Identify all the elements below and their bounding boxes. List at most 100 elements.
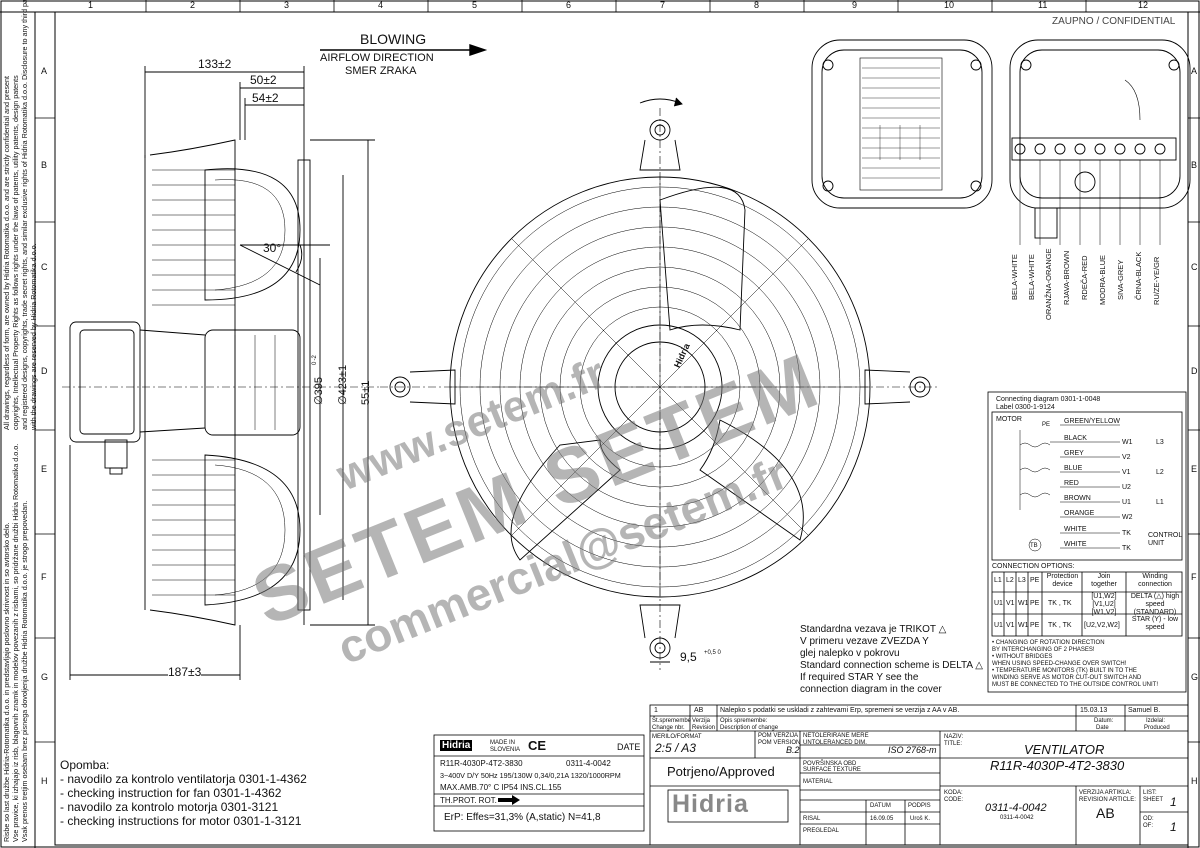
front-view	[380, 97, 940, 670]
dim-9-5: 9,5	[680, 650, 697, 664]
tb-code: 0311-4-0042	[985, 802, 1047, 814]
options-header: Join together	[1091, 573, 1117, 588]
line-name: L2	[1156, 469, 1164, 476]
dim-50: 50±2	[250, 73, 277, 87]
diagram-title-2: Label 0300-1-9124	[996, 404, 1055, 411]
terminal-name: TK	[1122, 530, 1131, 537]
tb-label: SURFACE TEXTURE	[803, 767, 861, 773]
revision-number: 1	[654, 707, 658, 714]
col-label-10: 10	[944, 0, 955, 10]
tb-iso: ISO 2768-m	[888, 745, 937, 755]
options-cell: W1	[1018, 600, 1029, 607]
wire-name: RED	[1064, 480, 1079, 487]
options-header: L1	[994, 577, 1002, 584]
options-header: Winding connection	[1138, 573, 1172, 588]
tb-label: UNTOLERANCED DIM.	[803, 740, 867, 746]
options-cell: PE	[1030, 622, 1040, 629]
dim-angle: 30°	[263, 241, 282, 255]
col-label-3: 3	[284, 0, 290, 10]
tb-label: NETOLERIRANE MERE	[803, 733, 869, 739]
col-label-6: 6	[566, 0, 572, 10]
side-view	[62, 66, 380, 680]
legal-text-si: Risbe so last družbe Hidria-Rotomatika d…	[2, 442, 29, 842]
wire-name: ORANGE	[1064, 510, 1095, 517]
legal-line: with the drawings are reserved by Hidria…	[29, 243, 38, 430]
tb-label: REVISION ARTICLE:	[1079, 797, 1136, 803]
tb-risal-date: 16.09.05	[870, 816, 894, 822]
standard-text: Standard connection scheme is DELTA △	[800, 660, 983, 671]
dim-133: 133±2	[198, 57, 232, 71]
ce-mark: CE	[528, 738, 547, 753]
tb-label: POM VERSION	[758, 740, 801, 746]
legal-line: All drawings, regardless of form, are ow…	[2, 76, 11, 430]
tb-label: NAZIV:	[944, 734, 964, 740]
plate-made-in: MADE IN	[490, 740, 516, 746]
airflow-line1: BLOWING	[360, 31, 427, 47]
tb-label: Opis spremembe:	[720, 718, 768, 724]
wire-name: GREY	[1064, 450, 1084, 457]
control-label: CONTROL	[1148, 532, 1183, 539]
dim-9-5-tol: +0,5 0	[704, 650, 721, 656]
row-label-c-right: C	[1191, 262, 1198, 272]
plate-erp: ErP: Effes=31,3% (A,static) N=41,8	[444, 812, 601, 823]
tb-label: DATUM	[870, 803, 891, 809]
revision-version: AB	[694, 707, 704, 714]
options-header: L3	[1018, 577, 1026, 584]
wire-label: ČRNA-BLACK	[1134, 251, 1143, 300]
tb-pom-value: B.2	[786, 745, 800, 755]
dim-54: 54±2	[252, 91, 279, 105]
row-label-d: D	[41, 366, 48, 376]
plate-made-in-country: SLOVENIA	[490, 747, 521, 753]
plate-brand: Hidria	[440, 740, 473, 751]
row-label-b-right: B	[1191, 160, 1198, 170]
note-item: - checking instructions for motor 0301-1…	[60, 814, 302, 828]
row-label-e: E	[41, 464, 48, 474]
options-header: PE	[1030, 577, 1040, 584]
options-header: Protection device	[1046, 573, 1079, 588]
tb-label: Verzija	[692, 718, 711, 724]
row-label-h: H	[41, 776, 48, 786]
options-cell: [U2,V2,W2]	[1084, 622, 1120, 629]
row-label-e-right: E	[1191, 464, 1198, 474]
standard-text: connection diagram in the cover	[800, 684, 942, 695]
wire-name: GREEN/YELLOW	[1064, 418, 1121, 425]
revision-desc: Nalepko s podatki se uskladi z zahtevami…	[720, 707, 960, 714]
tb-code-small: 0311-4-0042	[1000, 815, 1034, 821]
col-label-4: 4	[378, 0, 384, 10]
option-note: WINDING SERVE AS MOTOR CUT-OUT SWITCH AN…	[992, 675, 1142, 681]
option-note: • CHANGING OF ROTATION DIRECTION	[992, 640, 1105, 646]
tb-label: Produced	[1144, 725, 1170, 731]
row-label-b: B	[41, 160, 48, 170]
terminal-box-open	[1009, 39, 1191, 245]
terminal-name: V2	[1122, 454, 1131, 461]
option-note: WHEN USING SPEED-CHANGE OVER SWITCH!	[992, 661, 1127, 667]
tb-label: OD:	[1143, 816, 1154, 822]
tb-label: KODA:	[944, 790, 963, 796]
row-label-f-right: F	[1191, 572, 1197, 582]
col-label-2: 2	[190, 0, 196, 10]
terminal-box-cover	[811, 39, 993, 209]
row-label-a: A	[41, 66, 48, 76]
standard-text: If required STAR Y see the	[800, 672, 919, 683]
dim-dia423: ∅423±1	[337, 364, 349, 405]
terminal-name: V1	[1122, 469, 1131, 476]
airflow-arrow	[320, 44, 488, 56]
wire-label: RDEČA-RED	[1080, 255, 1089, 300]
terminal-name: W1	[1122, 439, 1133, 446]
wire-name: WHITE	[1064, 526, 1087, 533]
options-header: L2	[1006, 577, 1014, 584]
tb-label: Izdelal:	[1146, 718, 1166, 724]
tb-label: POVRŠINSKA OBD	[803, 761, 857, 767]
options-cell: V1	[1006, 600, 1015, 607]
row-label-d-right: D	[1191, 366, 1198, 376]
title-block	[649, 704, 1189, 846]
wire-name: BLUE	[1064, 465, 1083, 472]
options-cell: STAR (Y) - low speed	[1131, 616, 1179, 631]
option-note: • WITHOUT BRIDGES	[992, 654, 1053, 660]
hidria-logo	[667, 789, 789, 823]
options-cell: W1	[1018, 622, 1029, 629]
tb-label: LIST:	[1143, 790, 1157, 796]
wire-label: ORANŽNA-ORANGE	[1044, 248, 1053, 320]
terminal-name: U2	[1122, 484, 1131, 491]
